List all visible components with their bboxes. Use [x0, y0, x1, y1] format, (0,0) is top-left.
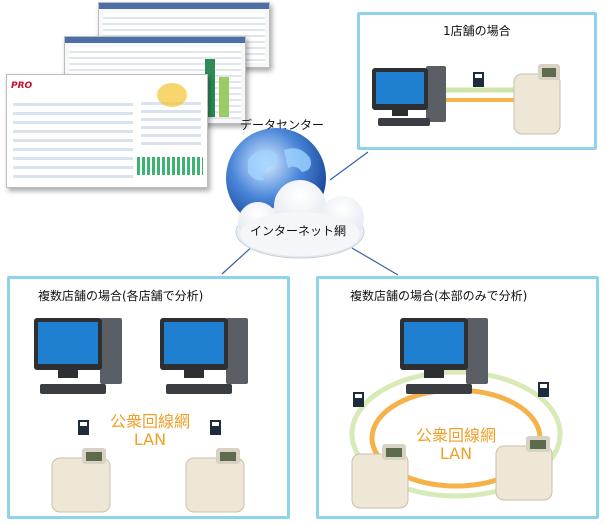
card-terminal-icon — [513, 64, 561, 135]
software-logo: PRO — [11, 81, 33, 91]
sd-card-icon — [538, 382, 549, 397]
sd-card-icon — [353, 392, 364, 407]
card-terminal-icon — [51, 448, 111, 513]
panel-multi-each-title: 複数店舗の場合(各店舗で分析) — [38, 289, 204, 303]
desktop-pc-icon — [400, 318, 488, 394]
card-terminal-icon — [185, 448, 245, 513]
sd-card-icon — [78, 420, 89, 435]
multi-each-network-line1: 公衆回線網 — [109, 412, 190, 431]
sd-card-icon — [473, 72, 484, 87]
multi-hq-network-line2: LAN — [439, 444, 473, 463]
panel-single-store-title: 1店舗の場合 — [443, 24, 511, 38]
cloud-icon — [235, 180, 365, 259]
data-center-label: データセンター — [240, 118, 325, 132]
multi-each-network-line2: LAN — [133, 430, 167, 449]
card-terminal-icon — [495, 436, 553, 501]
desktop-pc-icon — [160, 318, 248, 394]
desktop-pc-icon — [34, 318, 122, 394]
internet-label: インターネット網 — [250, 224, 347, 238]
card-terminal-icon — [351, 444, 409, 509]
sd-card-icon — [210, 420, 221, 435]
multi-hq-network-line1: 公衆回線網 — [415, 426, 496, 445]
desktop-pc-icon — [372, 66, 446, 126]
panel-multi-hq-title: 複数店舗の場合(本部のみで分析) — [350, 289, 528, 303]
software-screenshot-front: PRO — [6, 74, 208, 188]
